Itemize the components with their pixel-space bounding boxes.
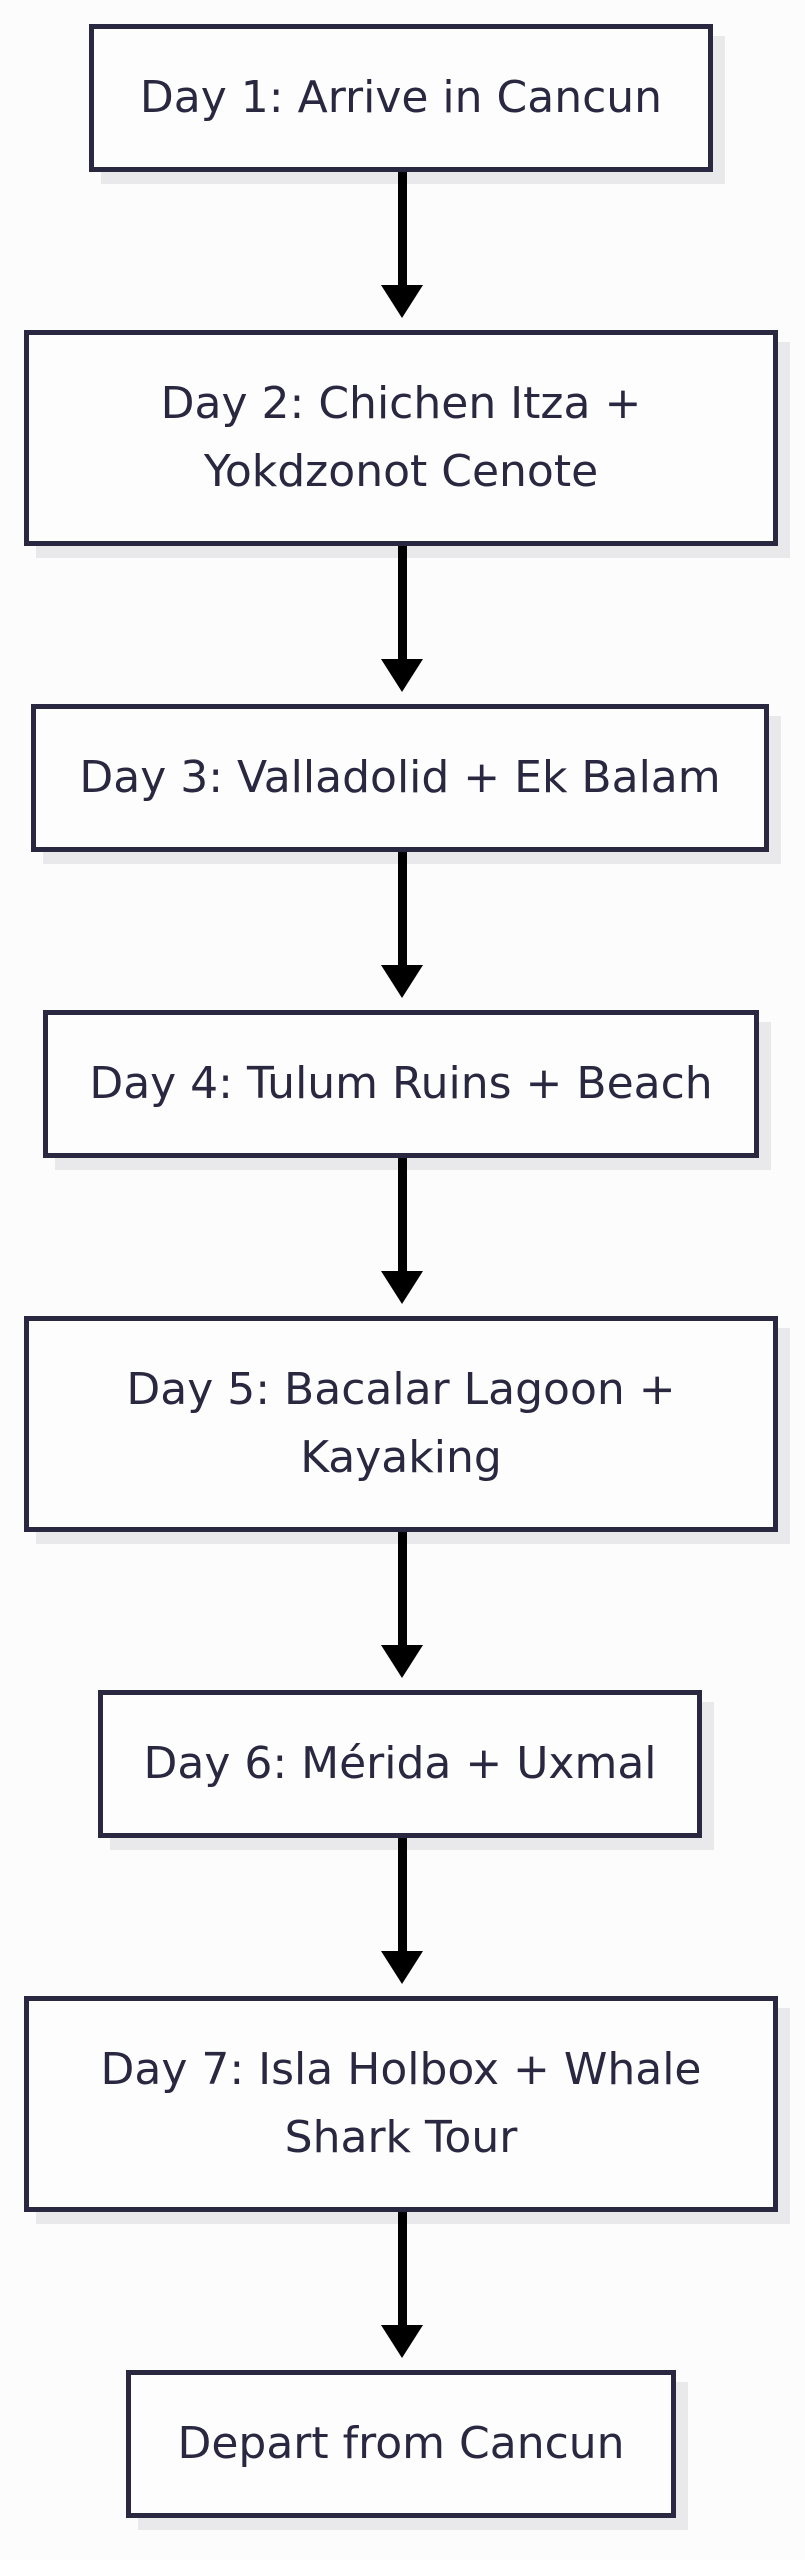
step-day-3-label: Day 3: Valladolid + Ek Balam — [79, 752, 721, 803]
step-day-3: Day 3: Valladolid + Ek Balam — [31, 704, 769, 852]
step-day-1: Day 1: Arrive in Cancun — [89, 24, 713, 172]
step-day-4-label: Day 4: Tulum Ruins + Beach — [89, 1058, 713, 1109]
arrow-day7-to-depart — [381, 2212, 423, 2358]
step-day-6: Day 6: Mérida + Uxmal — [98, 1690, 702, 1838]
step-day-1-label: Day 1: Arrive in Cancun — [139, 72, 663, 123]
arrow-day6-to-day7 — [381, 1838, 423, 1984]
step-day-7: Day 7: Isla Holbox + Whale Shark Tour — [24, 1996, 778, 2212]
step-day-2: Day 2: Chichen Itza + Yokdzonot Cenote — [24, 330, 778, 546]
step-day-7-label: Day 7: Isla Holbox + Whale Shark Tour — [100, 2044, 702, 2163]
step-day-5: Day 5: Bacalar Lagoon + Kayaking — [24, 1316, 778, 1532]
arrow-day2-to-day3 — [381, 546, 423, 692]
arrow-day5-to-day6 — [381, 1532, 423, 1678]
step-depart: Depart from Cancun — [126, 2370, 676, 2518]
step-day-6-label: Day 6: Mérida + Uxmal — [143, 1738, 657, 1789]
arrow-day3-to-day4 — [381, 852, 423, 998]
arrow-day1-to-day2 — [381, 172, 423, 318]
step-day-2-label: Day 2: Chichen Itza + Yokdzonot Cenote — [160, 378, 642, 497]
step-depart-label: Depart from Cancun — [177, 2418, 625, 2469]
step-day-5-label: Day 5: Bacalar Lagoon + Kayaking — [126, 1364, 676, 1483]
step-day-4: Day 4: Tulum Ruins + Beach — [43, 1010, 759, 1158]
arrow-day4-to-day5 — [381, 1158, 423, 1304]
